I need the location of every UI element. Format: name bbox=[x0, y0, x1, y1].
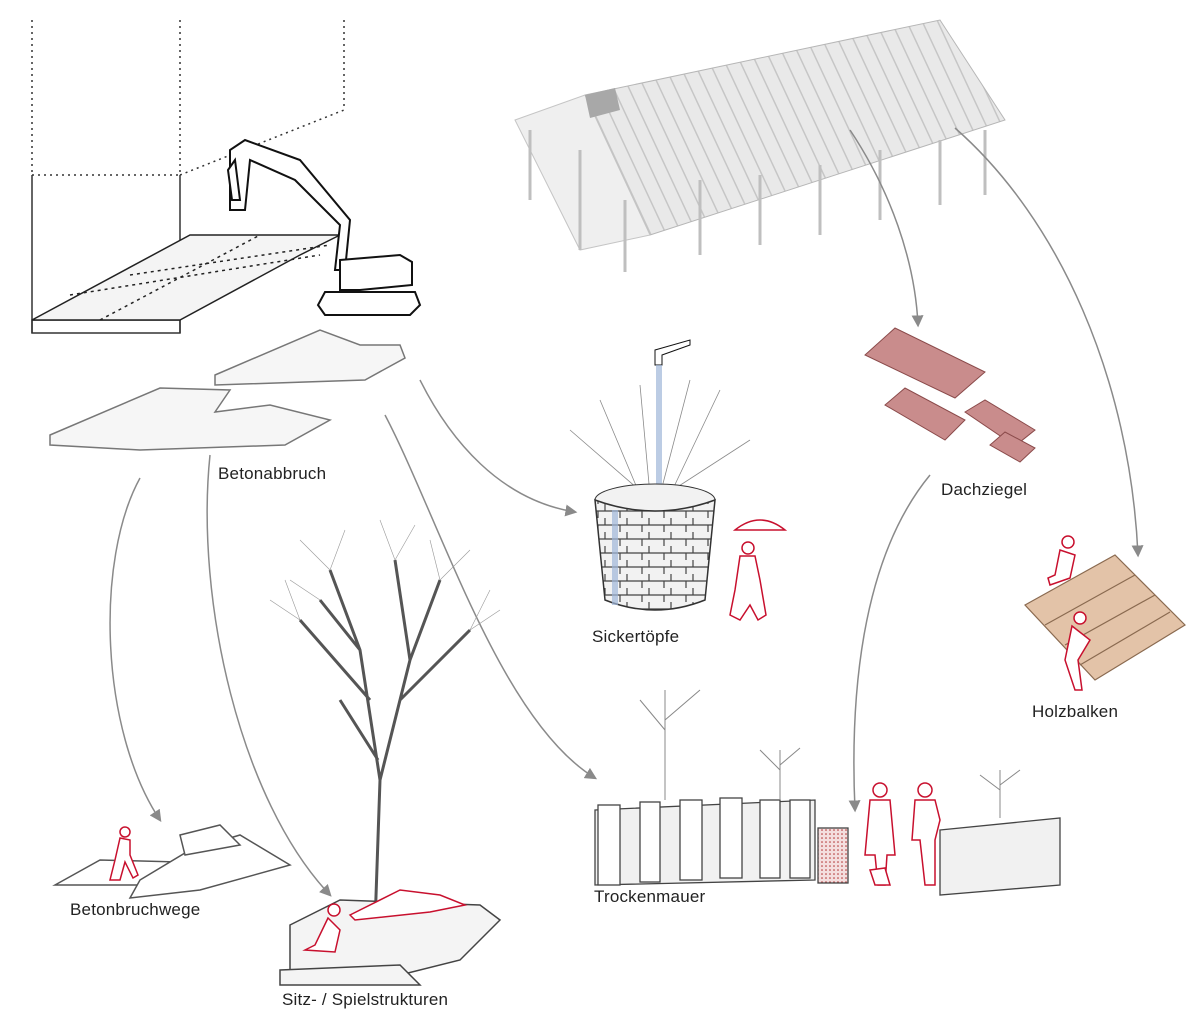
seating-play-structure bbox=[279, 899, 502, 986]
arrow-beton-to-sitzstrukturen bbox=[206, 454, 332, 897]
dry-stone-wall-illustration bbox=[594, 797, 1061, 896]
concrete-path-slabs bbox=[52, 824, 292, 899]
concrete-slab-being-demolished bbox=[31, 234, 341, 321]
label-sitz-spielstrukturen: Sitz- / Spielstrukturen bbox=[282, 990, 449, 1009]
label-dachziegel: Dachziegel bbox=[941, 480, 1028, 499]
child-walking-icon bbox=[109, 826, 139, 881]
seepage-pot-illustration bbox=[569, 339, 751, 611]
broken-concrete-slabs bbox=[49, 329, 406, 451]
label-betonbruchwege: Betonbruchwege bbox=[70, 900, 201, 919]
wall-trees-illustration bbox=[639, 689, 1021, 818]
label-sickertoepfe: Sickertöpfe bbox=[592, 627, 680, 646]
arrow-beton-to-sickertoepfe bbox=[419, 379, 578, 517]
arrow-roof-to-dachziegel bbox=[849, 129, 924, 328]
barn-roof-structure bbox=[514, 19, 1006, 272]
people-at-wall-icon bbox=[864, 782, 941, 886]
arrow-dachziegel-to-trockenmauer bbox=[848, 474, 931, 813]
arrow-roof-to-holzbalken bbox=[954, 127, 1144, 558]
label-holzbalken: Holzbalken bbox=[1032, 702, 1119, 721]
person-with-umbrella-icon bbox=[729, 519, 788, 622]
people-resting-icon bbox=[302, 889, 468, 953]
wooden-beams-illustration bbox=[1024, 554, 1186, 681]
tree-illustration bbox=[269, 519, 501, 926]
roof-tiles-illustration bbox=[864, 327, 1036, 463]
label-trockenmauer: Trockenmauer bbox=[594, 887, 706, 906]
people-sitting-on-beams-icon bbox=[1047, 535, 1091, 691]
arrow-beton-to-betonbruchwege bbox=[109, 477, 162, 822]
arrow-beton-to-trockenmauer bbox=[384, 414, 598, 780]
excavator-icon bbox=[226, 138, 422, 316]
label-betonabbruch: Betonabbruch bbox=[218, 464, 327, 483]
